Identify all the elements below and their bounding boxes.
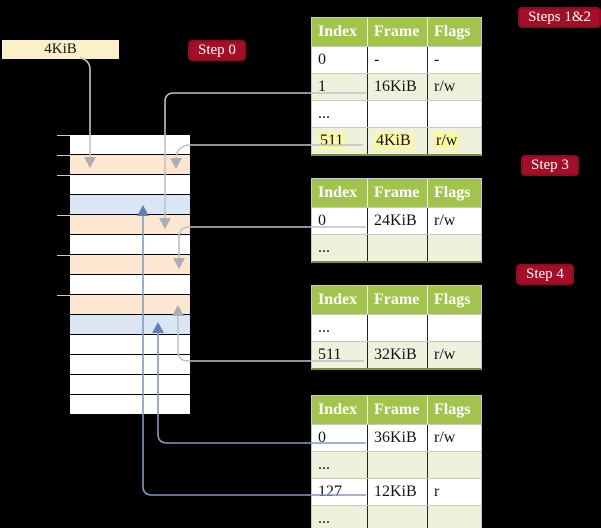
table-row-ellipsis: ... <box>312 100 481 127</box>
column-header: Frame <box>367 179 427 207</box>
table-row-ellipsis: ... <box>312 451 481 478</box>
memory-row <box>70 375 190 395</box>
address-tick <box>57 295 70 296</box>
column-header: Flags <box>427 179 481 207</box>
page-table-2: Index Frame Flags 0 24KiB r/w ... <box>311 178 482 263</box>
table-header-row: Index Frame Flags <box>312 396 481 424</box>
memory-row <box>70 255 190 275</box>
address-tick <box>57 135 70 136</box>
table-header-row: Index Frame Flags <box>312 18 481 46</box>
memory-row <box>70 335 190 355</box>
table-row-ellipsis: ... <box>312 314 481 341</box>
page-size-box: 4KiB <box>2 40 119 59</box>
column-header: Flags <box>427 396 481 424</box>
table-row: 0 36KiB r/w <box>312 424 481 451</box>
table-row: 511 32KiB r/w <box>312 341 481 368</box>
column-header: Frame <box>367 396 427 424</box>
address-tick <box>57 155 70 156</box>
table-header-row: Index Frame Flags <box>312 286 481 314</box>
column-header: Frame <box>367 286 427 314</box>
memory-row <box>70 215 190 235</box>
memory-row <box>70 175 190 195</box>
step3-label: Step 3 <box>521 155 579 176</box>
table-row-ellipsis: ... <box>312 234 481 261</box>
address-tick <box>57 175 70 176</box>
table-row-highlighted: 511 4KiB r/w <box>312 127 481 154</box>
page-size-label: 4KiB <box>44 41 77 57</box>
table-row-ellipsis: ... <box>312 505 481 528</box>
memory-row <box>70 395 190 415</box>
page-table-4: Index Frame Flags 0 36KiB r/w ... 127 12… <box>311 395 482 528</box>
memory-row <box>70 155 190 175</box>
page-table-3: Index Frame Flags ... 511 32KiB r/w <box>311 285 482 370</box>
column-header: Frame <box>367 18 427 46</box>
table-row: 0 24KiB r/w <box>312 207 481 234</box>
step0-label: Step 0 <box>188 40 246 61</box>
table-row: 1 16KiB r/w <box>312 73 481 100</box>
address-tick <box>57 255 70 256</box>
memory-row <box>70 135 190 155</box>
page-table-1: Index Frame Flags 0 - - 1 16KiB r/w ... … <box>311 17 482 156</box>
memory-row <box>70 315 190 335</box>
column-header: Index <box>318 401 358 418</box>
column-header: Flags <box>427 18 481 46</box>
column-header: Index <box>318 23 358 40</box>
step4-label: Step 4 <box>516 264 574 285</box>
memory-row <box>70 235 190 255</box>
column-header: Flags <box>427 286 481 314</box>
memory-row <box>70 355 190 375</box>
table-row: 0 - - <box>312 46 481 73</box>
address-tick <box>57 215 70 216</box>
table-row: 127 12KiB r <box>312 478 481 505</box>
memory-row <box>70 195 190 215</box>
table-header-row: Index Frame Flags <box>312 179 481 207</box>
column-header: Index <box>318 184 358 201</box>
memory-row <box>70 295 190 315</box>
memory-row <box>70 275 190 295</box>
steps-1-2-label: Steps 1&2 <box>518 7 601 28</box>
physical-memory-stack <box>70 135 190 415</box>
column-header: Index <box>318 291 358 308</box>
